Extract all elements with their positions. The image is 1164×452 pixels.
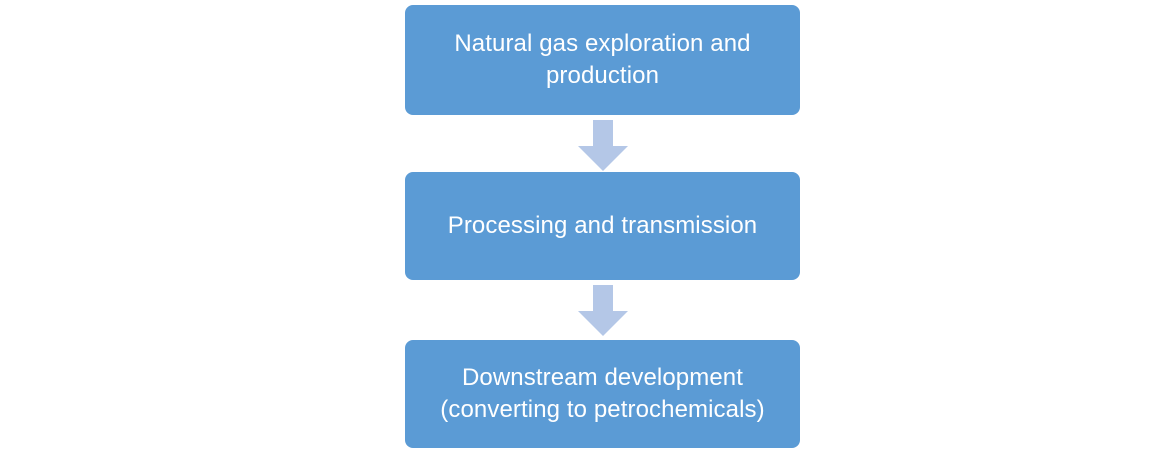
flowchart-step-3[interactable]: Downstream development (converting to pe… bbox=[405, 340, 800, 448]
down-arrow-icon-1 bbox=[576, 120, 630, 172]
flowchart-step-2[interactable]: Processing and transmission bbox=[405, 172, 800, 280]
down-arrow-icon-2 bbox=[576, 285, 630, 337]
flowchart-step-1[interactable]: Natural gas exploration and production bbox=[405, 5, 800, 115]
flowchart-step-3-label: Downstream development (converting to pe… bbox=[440, 364, 765, 423]
flowchart-step-2-label: Processing and transmission bbox=[447, 212, 758, 240]
flowchart-step-1-label: Natural gas exploration and production bbox=[454, 30, 751, 89]
